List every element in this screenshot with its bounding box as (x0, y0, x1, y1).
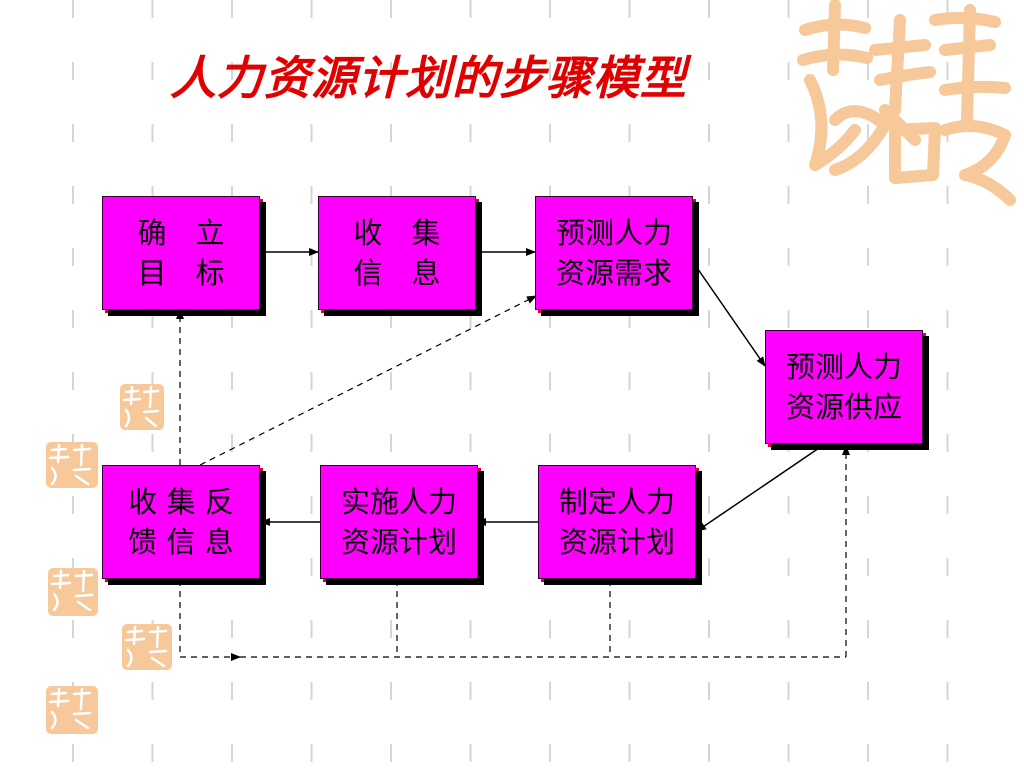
box-collect-feedback-line2: 馈 信 息 (128, 525, 234, 559)
seal-logo-icon (797, 0, 1016, 206)
box-collect-feedback-line1: 收 集 反 (128, 485, 234, 519)
seal-logo-icon (120, 384, 164, 430)
slide-title: 人力资源计划的步骤模型 (170, 51, 687, 105)
box-collect-info: 收 集 信 息 (318, 196, 476, 310)
seal-logo-icon (46, 686, 98, 734)
seal-logo-icon (122, 624, 172, 670)
box-collect-info-line2: 信 息 (353, 256, 441, 290)
seal-logo-icon (48, 568, 98, 616)
box-implement-plan: 实施人力 资源计划 (320, 465, 478, 579)
box-implement-plan-line1: 实施人力 (340, 485, 457, 519)
box-collect-feedback: 收 集 反 馈 信 息 (102, 465, 260, 579)
box-set-goal-line1: 确 立 (137, 216, 225, 250)
dashed-feedback-to-demand (199, 295, 537, 466)
arrow-supply-to-make-plan (696, 445, 823, 532)
box-collect-info-line1: 收 集 (353, 216, 441, 250)
box-forecast-supply: 预测人力 资源供应 (765, 330, 923, 444)
box-make-plan: 制定人力 资源计划 (538, 465, 696, 579)
arrow-demand-to-supply (692, 261, 766, 367)
box-make-plan-line2: 资源计划 (558, 525, 675, 559)
box-forecast-supply-line2: 资源供应 (785, 390, 902, 424)
box-forecast-supply-line1: 预测人力 (785, 350, 902, 384)
box-set-goal: 确 立 目 标 (102, 196, 260, 310)
seal-logo-icon (46, 442, 98, 488)
box-make-plan-line1: 制定人力 (558, 485, 675, 519)
box-implement-plan-line2: 资源计划 (340, 525, 457, 559)
box-set-goal-line2: 目 标 (137, 256, 225, 290)
box-forecast-demand: 预测人力 资源需求 (535, 196, 693, 310)
box-forecast-demand-line1: 预测人力 (555, 216, 672, 250)
box-forecast-demand-line2: 资源需求 (555, 256, 672, 290)
